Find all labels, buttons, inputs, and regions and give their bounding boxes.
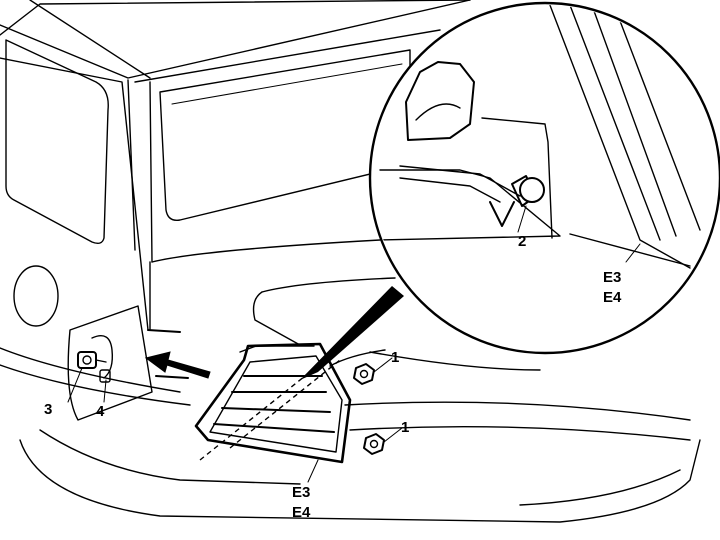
detail-v-notch (489, 201, 515, 227)
alignment-line-b (229, 359, 341, 449)
removal-direction-arrow (144, 351, 211, 379)
callout-leader-1-lower (383, 427, 403, 443)
detail-view-pointer (300, 286, 404, 380)
rear-window-inner (171, 63, 403, 105)
lens-rib-2 (221, 407, 331, 413)
callout-leader-4 (103, 379, 107, 403)
detail-tab-top (399, 165, 521, 197)
detail-content (379, 5, 701, 269)
roof-rear-edge (0, 0, 471, 79)
vehicle-rear-body (0, 0, 701, 523)
callout-leader-detail-e3 (625, 243, 641, 263)
detail-callout-e4: E4 (603, 289, 622, 306)
callout-e4: E4 (292, 504, 311, 521)
tailgate-top (134, 29, 441, 83)
callout-2: 2 (518, 233, 526, 250)
tailgate-crease (151, 239, 381, 263)
wiring-clip (91, 335, 114, 383)
roof-outline (0, 0, 471, 36)
bumper-top-left (0, 347, 181, 393)
licence-recess-left (252, 291, 301, 346)
mounting-stud-upper (147, 329, 181, 333)
tail-lamp-top-flange (239, 345, 315, 353)
callout-4: 4 (96, 403, 105, 420)
callout-leader-3 (67, 367, 83, 403)
d-pillar (127, 79, 136, 251)
roof-ridge (29, 0, 151, 79)
bumper-valance-right (519, 469, 681, 506)
detail-lower-edge (569, 233, 691, 267)
body-side-line (0, 57, 149, 331)
detail-trim-edge-2 (589, 5, 677, 237)
detail-trim-edge-3 (611, 5, 701, 231)
recess-outline (67, 305, 153, 421)
callout-3: 3 (44, 401, 52, 418)
callout-leader-1-upper (373, 357, 393, 373)
tailgate-inner-edge (329, 349, 386, 367)
detail-bracket-cutout (415, 103, 461, 121)
magnifier-circle (368, 1, 720, 355)
callout-leader-e3 (307, 459, 319, 483)
callout-1-upper: 1 (391, 349, 399, 366)
callout-leader-2 (517, 205, 527, 233)
tailgate-lower-edge (369, 351, 541, 371)
fuel-filler-flap (13, 265, 59, 327)
detail-tab-bottom (399, 177, 501, 203)
bulb-holder-knob (511, 175, 545, 207)
bumper-top-right (344, 401, 691, 421)
callout-1-lower: 1 (401, 419, 409, 436)
bumper-crease-right (349, 425, 691, 441)
side-window (5, 39, 109, 245)
callout-e3: E3 (292, 484, 310, 501)
socket-connector (77, 351, 107, 369)
nut-lower (363, 433, 385, 455)
lamp-recess (67, 305, 189, 421)
tailgate-left-edge (149, 81, 153, 263)
detail-bracket (405, 61, 475, 141)
detail-magnifier (368, 1, 720, 355)
nut-upper (353, 363, 375, 385)
detail-trim-edge-1 (567, 5, 661, 241)
tail-lamp-housing (194, 342, 352, 464)
detail-trim-outer (547, 5, 691, 269)
bumper-valance (39, 429, 301, 485)
lens-rib-3 (213, 423, 335, 433)
bumper-crease-left (0, 364, 191, 406)
bumper-lower (19, 439, 701, 523)
detail-callout-e3: E3 (603, 269, 621, 286)
mounting-stud-lower (155, 375, 189, 379)
detail-housing-upper (481, 117, 553, 239)
licence-recess-top (261, 277, 396, 293)
tail-lamp-lens (209, 355, 343, 453)
